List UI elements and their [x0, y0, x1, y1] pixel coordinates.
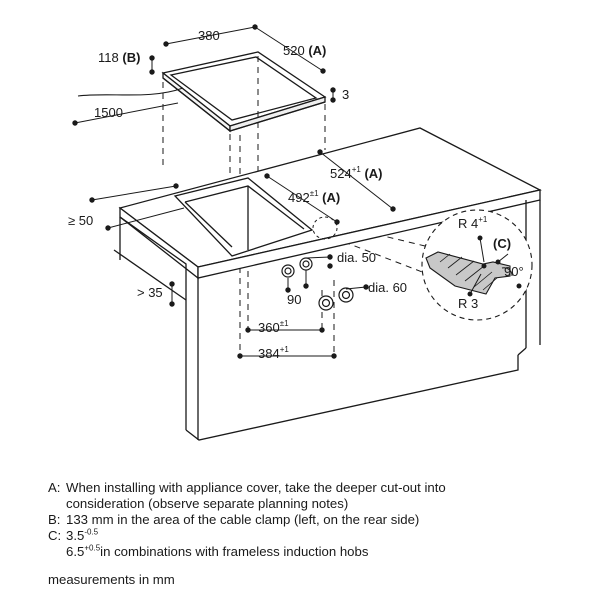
knob-holes: [281, 257, 354, 311]
note-b: B: 133 mm in the area of the cable clamp…: [48, 512, 588, 528]
detail-c: [421, 209, 533, 321]
note-c-val2-text: in combinations with frameless induction…: [100, 544, 369, 559]
knob-spacing-label: 90: [287, 292, 301, 307]
note-b-text: 133 mm in the area of the cable clamp (l…: [66, 512, 420, 527]
cutout-width-label: 492±1 (A): [288, 189, 340, 205]
knob-span-inner-label: 360±1: [258, 319, 289, 335]
note-c-val2-tol: +0.5: [84, 543, 101, 553]
note-a-line1: When installing with appliance cover, ta…: [66, 480, 446, 495]
hob-dim-points: [72, 24, 336, 126]
knob-small-dia-label: dia. 50: [337, 250, 376, 265]
units-note: measurements in mm: [48, 572, 175, 587]
knob-span-outer-label: 384+1: [258, 345, 289, 361]
note-c-val1: 3.5: [66, 528, 85, 543]
hob-depth-label: 520 (A): [283, 43, 326, 58]
detail-tag-label: (C): [493, 236, 511, 251]
note-a: A: When installing with appliance cover,…: [48, 480, 588, 512]
front-clearance-label: ≥ 50: [68, 213, 93, 228]
note-c: C: 3.5-0.5: [48, 528, 588, 544]
note-a-text: When installing with appliance cover, ta…: [66, 480, 588, 512]
note-b-key: B:: [48, 512, 61, 527]
note-c-val2: 6.5: [66, 544, 85, 559]
hob-appliance: [161, 51, 327, 133]
note-c-key: C:: [48, 528, 62, 543]
side-clearance-label: > 35: [137, 285, 163, 300]
detail-radius-bottom-label: R 3: [458, 296, 478, 311]
cabinet: [113, 127, 542, 441]
cutout-depth-label: 524+1 (A): [330, 165, 383, 181]
note-a-line2: consideration (observe separate planning…: [66, 496, 349, 511]
detail-radius-top-label: R 4+1: [458, 215, 488, 231]
cable-clamp-label: 118 (B): [98, 50, 140, 65]
cabinet-dim-points: [89, 149, 396, 359]
detail-angle-label: 90°: [504, 264, 524, 279]
note-a-key: A:: [48, 480, 61, 495]
knob-large-dia-label: dia. 60: [368, 280, 407, 295]
note-c-line2: 6.5+0.5in combinations with frameless in…: [48, 544, 588, 560]
cable-length-label: 1500: [94, 105, 123, 120]
detail-marker: [312, 216, 338, 240]
hob-width-label: 380: [198, 28, 220, 43]
note-c-val1-tol: -0.5: [84, 527, 99, 537]
cabinet-dimension-lines: [91, 151, 394, 357]
footnotes: A: When installing with appliance cover,…: [48, 480, 588, 560]
hob-thickness-label: 3: [342, 87, 349, 102]
note-c-text: 3.5-0.5: [66, 528, 588, 544]
power-cable: [77, 87, 184, 97]
cable-dim-line: [74, 102, 179, 124]
